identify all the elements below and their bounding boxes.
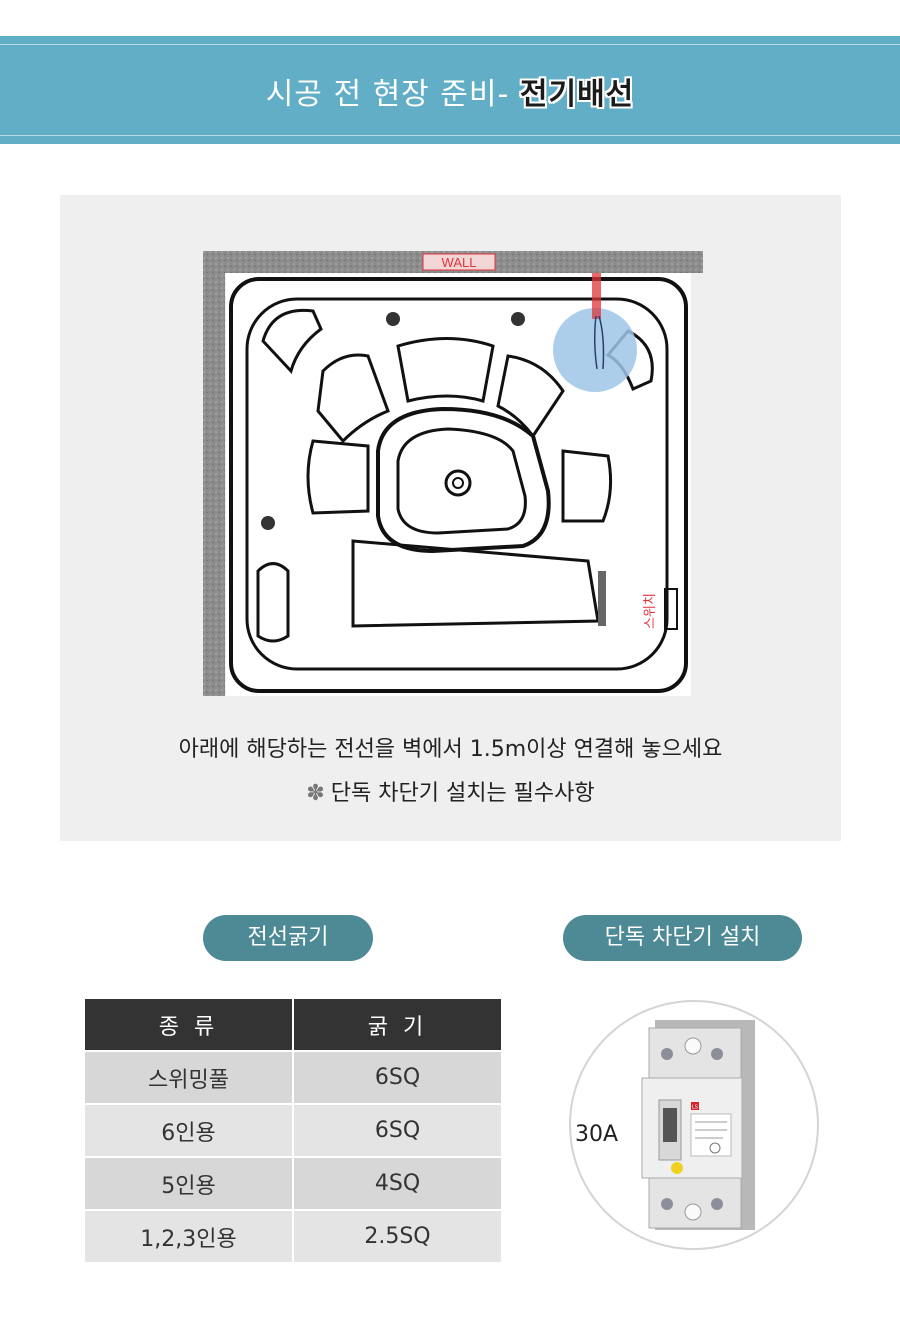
spa-layout-diagram: WALL 스위치 bbox=[203, 251, 703, 696]
table-row: 5인용 4SQ bbox=[85, 1156, 501, 1210]
power-wire bbox=[592, 273, 601, 319]
wiring-instruction: 아래에 해당하는 전선을 벽에서 1.5m이상 연결해 놓으세요 bbox=[178, 737, 723, 762]
breaker-test-button bbox=[671, 1162, 683, 1174]
seat-left bbox=[306, 439, 370, 515]
wall-label: WALL bbox=[442, 255, 477, 270]
breaker-screw-4 bbox=[661, 1198, 673, 1210]
wiring-diagram-panel: WALL 스위치 아래에 해당하는 전선을 벽에서 bbox=[60, 195, 841, 841]
breaker-screw-1 bbox=[661, 1048, 673, 1060]
title-prefix: 시공 전 현장 준비- bbox=[265, 77, 520, 112]
table-header-row: 종 류 굵 기 bbox=[85, 999, 501, 1051]
spa-inner-rim bbox=[245, 297, 669, 671]
cell-gauge: 2.5SQ bbox=[293, 1209, 501, 1262]
cell-gauge: 4SQ bbox=[293, 1156, 501, 1210]
wire-gauge-table: 종 류 굵 기 스위밍풀 6SQ 6인용 6SQ 5인용 4SQ 1,2,3인용… bbox=[85, 999, 501, 1262]
cell-type: 5인용 bbox=[85, 1156, 294, 1210]
banner-top-line bbox=[0, 44, 900, 45]
seat-right bbox=[561, 449, 613, 523]
sticker-cert-mark bbox=[709, 1142, 721, 1154]
breaker-install-label: 단독 차단기 설치 bbox=[563, 915, 802, 961]
asterisk-icon: ✽ bbox=[306, 781, 325, 806]
footwell-inner bbox=[396, 427, 527, 535]
switch-label: 스위치 bbox=[643, 593, 658, 629]
seat-top-center bbox=[396, 337, 495, 403]
footwell bbox=[376, 406, 551, 554]
switch-box bbox=[664, 588, 678, 630]
wall-label-box bbox=[422, 253, 496, 271]
jet-2 bbox=[511, 312, 525, 326]
title-banner: 시공 전 현장 준비- 전기배선 bbox=[0, 36, 900, 144]
cell-type: 1,2,3인용 bbox=[85, 1209, 294, 1262]
wire-gauge-label: 전선굵기 bbox=[203, 915, 373, 961]
circuit-breaker-icon: LS bbox=[641, 1020, 755, 1230]
breaker-requirement-text: 단독 차단기 설치는 필수사항 bbox=[330, 781, 595, 806]
table-row: 6인용 6SQ bbox=[85, 1103, 501, 1157]
jet-3 bbox=[261, 516, 275, 530]
control-strip bbox=[598, 571, 606, 626]
drain-outer bbox=[444, 469, 472, 497]
table-row: 1,2,3인용 2.5SQ bbox=[85, 1209, 501, 1262]
breaker-screw-2 bbox=[684, 1037, 702, 1055]
cell-type: 스위밍풀 bbox=[85, 1050, 294, 1104]
wire-lead-1 bbox=[593, 315, 598, 370]
header-type: 종 류 bbox=[85, 999, 294, 1051]
cell-gauge: 6SQ bbox=[293, 1050, 501, 1104]
spa-outer-rim bbox=[229, 277, 688, 693]
seat-top-left bbox=[316, 353, 390, 444]
banner-bottom-line bbox=[0, 135, 900, 136]
breaker-brand: LS bbox=[692, 1105, 698, 1111]
page-title: 시공 전 현장 준비- 전기배선 bbox=[0, 69, 900, 113]
breaker-requirement-note: ✽단독 차단기 설치는 필수사항 bbox=[60, 775, 841, 807]
breaker-amperage: 30A bbox=[575, 1122, 619, 1147]
drain-inner bbox=[452, 477, 464, 489]
cell-type: 6인용 bbox=[85, 1103, 294, 1157]
wire-lead-2 bbox=[598, 315, 605, 370]
jet-1 bbox=[386, 312, 400, 326]
breaker-label-sticker bbox=[690, 1113, 732, 1157]
breaker-toggle bbox=[663, 1108, 677, 1142]
breaker-screw-6 bbox=[711, 1198, 723, 1210]
seat-top-right bbox=[496, 354, 565, 439]
breaker-screw-3 bbox=[711, 1048, 723, 1060]
lounger-arm bbox=[256, 562, 290, 643]
breaker-logo-badge bbox=[691, 1102, 699, 1110]
corner-seat-top-left bbox=[261, 308, 323, 374]
title-highlight: 전기배선 bbox=[519, 77, 635, 112]
breaker-screw-5 bbox=[684, 1203, 702, 1221]
wall-left bbox=[203, 251, 225, 696]
cell-gauge: 6SQ bbox=[293, 1103, 501, 1157]
table-row: 스위밍풀 6SQ bbox=[85, 1050, 501, 1104]
header-gauge: 굵 기 bbox=[293, 999, 501, 1051]
